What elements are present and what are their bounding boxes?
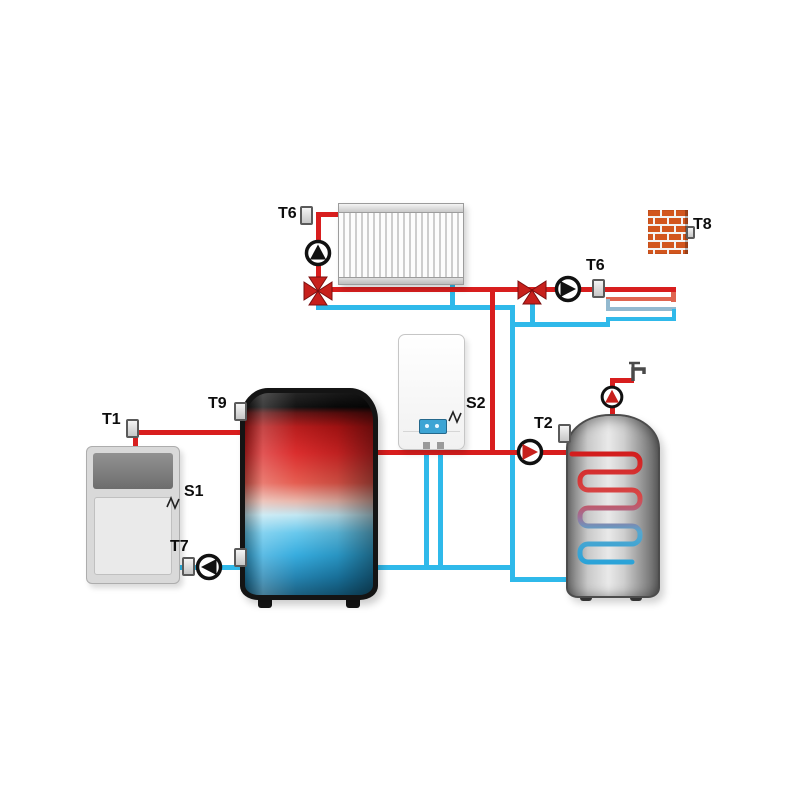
dhw-circulation-pump [600, 385, 624, 409]
sensor-t7 [182, 557, 195, 576]
label-t8: T8 [693, 216, 712, 233]
label-t1: T1 [102, 411, 121, 428]
label-t2: T2 [534, 415, 553, 432]
buffer-tank [240, 388, 378, 600]
sensor-t2 [558, 424, 571, 443]
sensor-t6-radiator [300, 206, 313, 225]
sensor-t9 [234, 402, 247, 421]
radiator-pump [304, 239, 332, 267]
pipe-wallboiler-line-1 [424, 446, 429, 568]
radiator-mixing-valve-4way [302, 275, 334, 307]
pipe-heating-return-h [316, 305, 515, 310]
label-s1: S1 [184, 483, 204, 500]
wall-boiler [398, 334, 465, 450]
pipe-heating-main-h [330, 287, 537, 292]
sensor-s2-squiggle [448, 408, 464, 424]
buffer-foot-right [346, 597, 360, 608]
dhw-tank [566, 414, 660, 598]
pipe-floor-loop-drop-r1 [671, 289, 676, 302]
label-s2: S2 [466, 395, 486, 412]
pipe-boiler-supply-h [133, 430, 242, 435]
pipe-radiator-return-drop [450, 280, 455, 310]
dhw-coil [569, 451, 643, 565]
pipe-wallboiler-line-2 [438, 446, 443, 568]
sensor-t1 [126, 419, 139, 438]
pipe-floor-return-h [510, 322, 610, 327]
pipe-common-return-v [510, 305, 515, 582]
pipe-buffer-to-dhw-h [374, 450, 570, 455]
pipe-dhw-return-h [510, 577, 570, 582]
pipe-floor-loop-drop-r2 [672, 309, 676, 321]
sensor-s1-squiggle [166, 494, 182, 510]
pipe-buffer-bottom-h [374, 565, 515, 570]
pipe-floor-loop-2 [606, 297, 676, 301]
solid-fuel-boiler [86, 446, 180, 584]
pipe-floor-loop-1 [600, 287, 676, 292]
wall-boiler-display [419, 419, 447, 434]
boiler-front-panel [94, 497, 172, 575]
boiler-top-panel [93, 453, 173, 489]
floor-pump [554, 275, 582, 303]
pipe-floor-loop-drop-l1 [606, 299, 610, 311]
pipe-floor-valve-tee [530, 303, 535, 327]
faucet-icon [629, 360, 651, 381]
sensor-t6-floor [592, 279, 605, 298]
radiator-bottom-rail [339, 277, 463, 284]
pipe-hot-riser-v [490, 287, 495, 455]
pipe-boiler-supply-v [133, 430, 138, 448]
brick-wall-icon [648, 210, 688, 254]
radiator-panel [338, 203, 464, 285]
buffer-foot-left [258, 597, 272, 608]
buffer-tank-body [245, 393, 373, 595]
pipe-dhw-circ-h [610, 378, 634, 383]
pipe-radiator-top-h [316, 212, 344, 217]
label-t9: T9 [208, 395, 227, 412]
label-t6-radiator: T6 [278, 205, 297, 222]
label-t7: T7 [170, 538, 189, 555]
label-t6-floor: T6 [586, 257, 605, 274]
boiler-return-pump [195, 553, 223, 581]
wall-boiler-stub-left [423, 442, 430, 449]
floor-mixing-valve-3way [516, 274, 548, 306]
pipe-floor-loop-3 [606, 307, 676, 311]
pipe-floor-loop-drop-l2 [606, 319, 610, 327]
dhw-loading-pump [516, 438, 544, 466]
radiator-top-grille [339, 204, 463, 213]
buffer-tank-gloss [245, 393, 373, 595]
wall-sensor-stub [686, 226, 695, 239]
pipe-floor-loop-4 [606, 317, 676, 321]
wall-boiler-stub-right [437, 442, 444, 449]
sensor-buffer-bottom [234, 548, 247, 567]
